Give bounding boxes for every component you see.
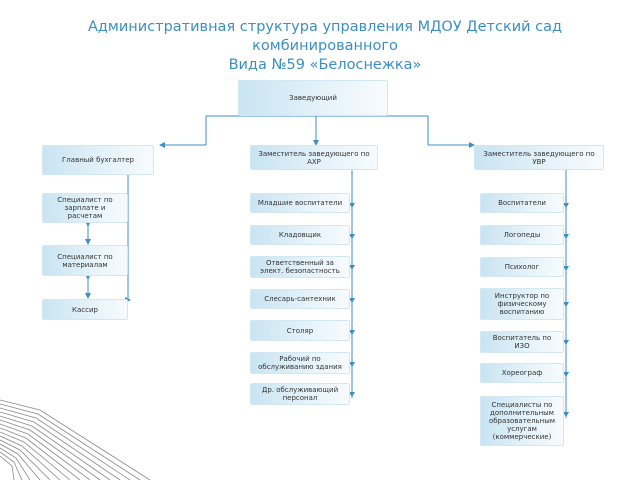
- middle-item: Кладовщик: [250, 225, 350, 245]
- right-item-label: Воспитатели: [498, 199, 546, 207]
- left-header-label: Главный бухгалтер: [62, 156, 134, 164]
- right-item: Логопеды: [480, 225, 564, 245]
- middle-item: Ответственный за элект. безопастность: [250, 256, 350, 278]
- head-box: Заведующий: [238, 80, 388, 116]
- right-item: Психолог: [480, 257, 564, 277]
- middle-item-label: Рабочий по обслуживанию здания: [258, 355, 342, 371]
- right-header-label: Заместитель заведующего по УВР: [483, 149, 595, 166]
- left-item-label: Кассир: [72, 305, 98, 314]
- right-item: Воспитатель по ИЗО: [480, 331, 564, 353]
- middle-column-header: Заместитель заведующего по АХР: [250, 145, 378, 170]
- right-item-label: Специалисты по дополнительным образовате…: [488, 401, 556, 441]
- middle-item: Рабочий по обслуживанию здания: [250, 352, 350, 374]
- right-item: Хореограф: [480, 363, 564, 383]
- right-item: Воспитатели: [480, 193, 564, 213]
- left-item-label: Специалист по материалам: [57, 252, 113, 269]
- middle-item: Младшие воспитатели: [250, 193, 350, 213]
- left-item: Специалист по материалам: [42, 245, 128, 276]
- right-item-label: Инструктор по физическому воспитанию: [494, 292, 550, 316]
- middle-item-label: Слесарь-сантехник: [264, 295, 336, 303]
- right-item-label: Психолог: [504, 263, 540, 271]
- right-item-label: Хореограф: [501, 369, 543, 377]
- middle-item: Др. обслуживающий персонал: [250, 383, 350, 405]
- head-label: Заведующий: [289, 94, 337, 102]
- page-title: Административная структура управления МД…: [87, 19, 563, 73]
- left-item-label: Специалист по зарплате и расчетам: [57, 196, 113, 220]
- middle-item-label: Ответственный за элект. безопастность: [260, 259, 340, 275]
- left-item: Специалист по зарплате и расчетам: [42, 193, 128, 223]
- left-column-header: Главный бухгалтер: [42, 145, 154, 175]
- left-item: Кассир: [42, 299, 128, 320]
- right-item: Специалисты по дополнительным образовате…: [480, 396, 564, 446]
- middle-item-label: Столяр: [286, 326, 314, 335]
- middle-item-label: Др. обслуживающий персонал: [261, 386, 339, 402]
- middle-item-label: Кладовщик: [278, 231, 322, 239]
- middle-item-label: Младшие воспитатели: [257, 199, 343, 207]
- right-item: Инструктор по физическому воспитанию: [480, 288, 564, 320]
- middle-header-label: Заместитель заведующего по АХР: [258, 149, 370, 166]
- right-item-label: Логопеды: [503, 231, 541, 239]
- right-column-header: Заместитель заведующего по УВР: [474, 145, 604, 170]
- right-item-label: Воспитатель по ИЗО: [492, 334, 552, 350]
- middle-item: Слесарь-сантехник: [250, 289, 350, 309]
- middle-item: Столяр: [250, 320, 350, 341]
